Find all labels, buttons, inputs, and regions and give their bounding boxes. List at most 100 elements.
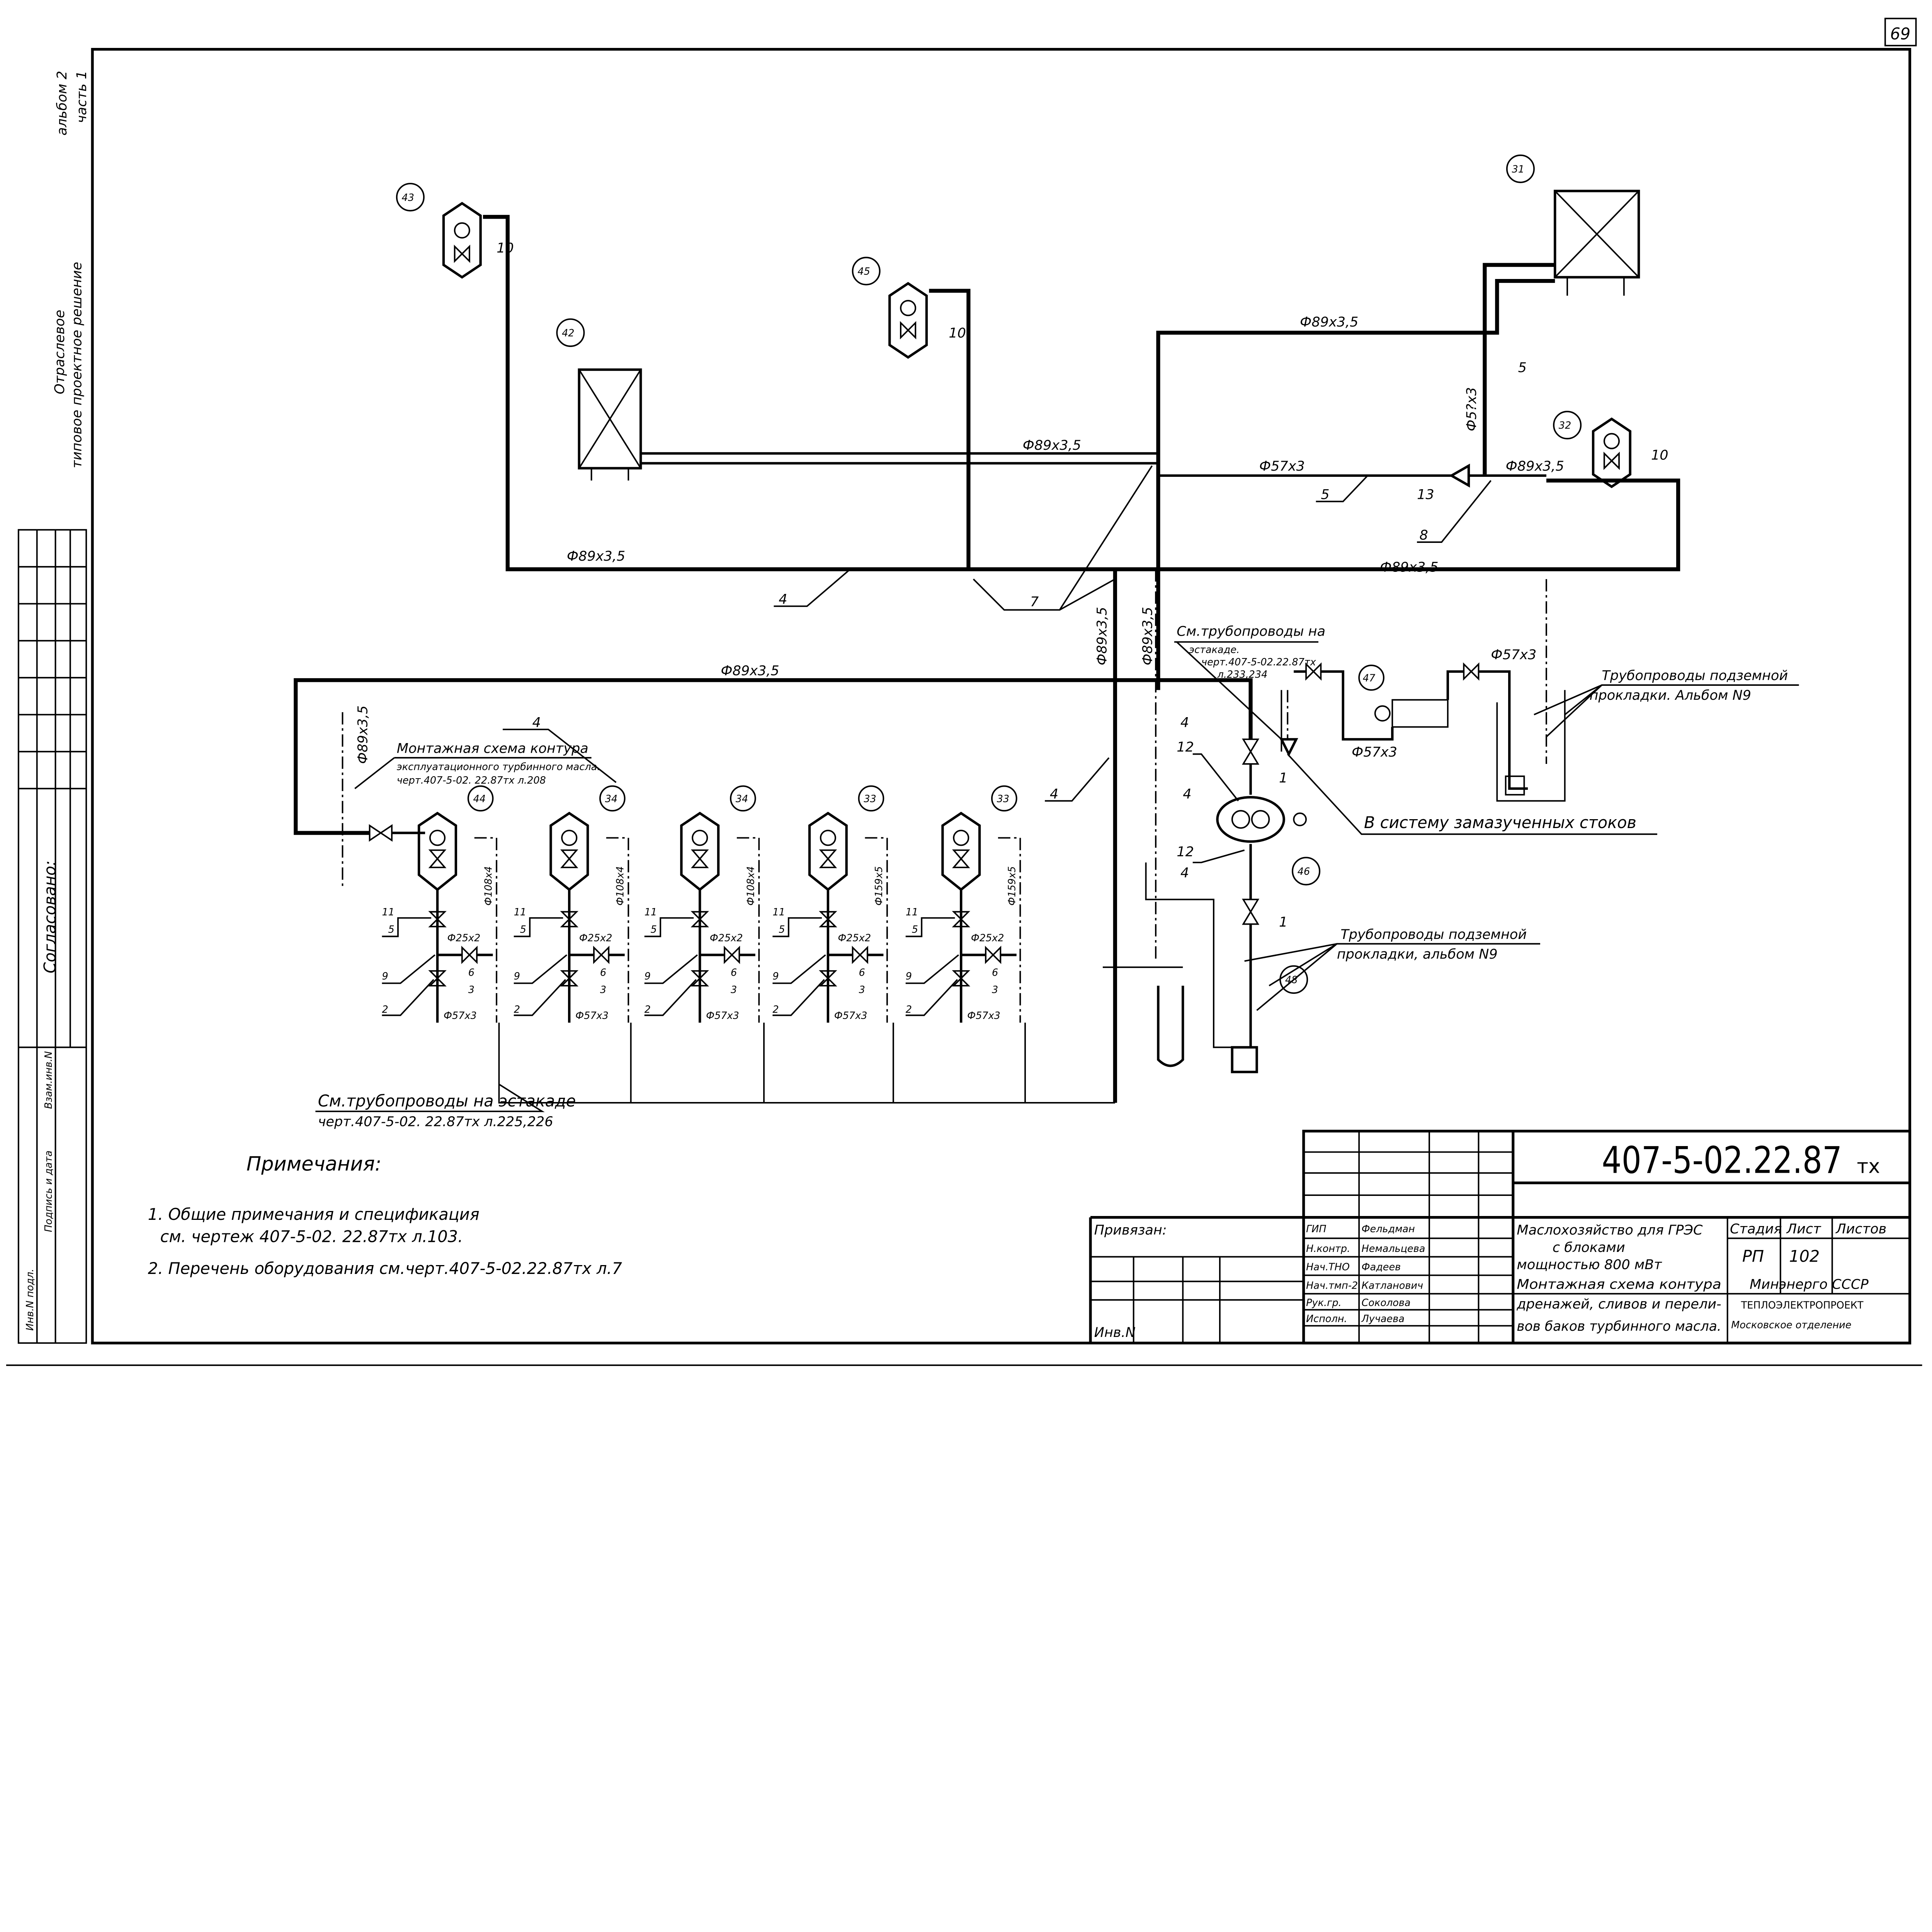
branch-pipe-label: Ф25x2 xyxy=(710,932,743,944)
drawing-label: 10 xyxy=(1651,447,1668,463)
drawing-stroke xyxy=(442,202,482,279)
drawing-label: 1 xyxy=(1279,914,1287,930)
annotation-trestle-b: См.трубопроводы на эстакаде черт.407-5-0… xyxy=(315,1083,576,1130)
position-number: 11 xyxy=(382,906,395,918)
drawing-stroke xyxy=(1506,154,1535,183)
drawing-label: Монтажная схема контура xyxy=(397,740,588,756)
position-number: 5 xyxy=(779,924,785,935)
position-number: 5 xyxy=(651,924,657,935)
position-number: 9 xyxy=(906,971,912,982)
drawing-stroke xyxy=(498,1022,1115,1104)
drawing-stroke xyxy=(1059,578,1116,611)
drawing-label: Лучаева xyxy=(1361,1313,1405,1325)
drawing-stroke xyxy=(294,678,1253,835)
tag-bubble xyxy=(599,785,626,812)
drawing-label: черт.407-5-02. 22.87тх л.225,226 xyxy=(318,1114,553,1130)
drawing-stroke xyxy=(888,282,928,359)
drawing-stroke xyxy=(1145,862,1232,1048)
drawing-label: см. чертеж 407-5-02. 22.87тх л.103. xyxy=(160,1227,463,1246)
position-number: 6 xyxy=(992,967,998,979)
drawing-stroke xyxy=(382,954,435,984)
drawing-stroke xyxy=(514,979,566,1016)
equipment-43: 43 xyxy=(396,183,482,279)
drawing-label: Ф89x3,5 xyxy=(1506,458,1564,474)
drawing-stroke xyxy=(1554,190,1639,278)
drawing-stroke xyxy=(1534,684,1602,716)
gauge-icon xyxy=(692,830,708,846)
position-number: 2 xyxy=(906,1004,912,1015)
position-number: 9 xyxy=(382,971,388,982)
drawing-stroke xyxy=(1358,665,1384,691)
drawing-label: часть 1 xyxy=(74,71,90,123)
position-number: 11 xyxy=(772,906,785,918)
drawing-stroke xyxy=(644,979,697,1016)
tank-31: 31 xyxy=(1506,154,1640,296)
drawing-label: эксплуатационного турбинного масла. xyxy=(397,761,600,773)
overflow-pipe-label: Ф108x4 xyxy=(745,866,757,906)
tank-tag: 34 xyxy=(605,793,617,805)
valve-icon xyxy=(952,911,970,927)
drawing-label: 5 xyxy=(1518,360,1527,376)
drawing-label: Взам.инв.N xyxy=(43,1051,54,1109)
drawing-stroke xyxy=(774,568,851,607)
tag-bubble xyxy=(467,785,494,812)
drawing-label: 42 xyxy=(562,328,574,339)
drawing-label: 102 xyxy=(1789,1247,1820,1265)
valve-icon xyxy=(560,911,578,927)
drawing-label: Ф89x3,5 xyxy=(1023,437,1081,453)
title-block: Привязан: Инв.N 407-5-02.22.87 тх ГИП Н.… xyxy=(1089,1129,1912,1345)
branch-pipe-label: Ф25x2 xyxy=(447,932,481,944)
drain-pipe-label: Ф57x3 xyxy=(967,1010,1000,1022)
drawing-label: Немальцева xyxy=(1362,1243,1425,1255)
drawing-stroke xyxy=(1603,451,1620,470)
drawing-label: 4 xyxy=(779,591,787,607)
drawing-stroke xyxy=(1553,411,1582,440)
drawing-stroke xyxy=(1478,670,1528,790)
oil-tank xyxy=(941,811,981,891)
drawing-label: 10 xyxy=(949,325,966,341)
tank-tag: 44 xyxy=(473,793,485,805)
drawing-label: Трубопроводы подземной xyxy=(1340,927,1527,942)
drawing-stroke xyxy=(369,824,393,842)
page-number: 69 xyxy=(1890,25,1911,43)
position-number: 2 xyxy=(645,1004,651,1015)
drawing-stroke xyxy=(17,529,87,1344)
left-strip: альбом 2 часть 1 Отраслевое типовое прое… xyxy=(17,71,90,1344)
drawing-label: 4 xyxy=(1180,714,1189,730)
drawing-sheet: 69 альбом 2 часть 1 Отраслевое типовое п… xyxy=(6,17,1922,1366)
valve-icon xyxy=(952,849,970,868)
drawing-stroke xyxy=(382,979,434,1016)
valve-icon xyxy=(690,911,709,927)
gauge-icon xyxy=(429,830,446,846)
oil-tank xyxy=(549,811,589,891)
drawing-label: Монтажная схема контура xyxy=(1517,1276,1721,1292)
drawing-stroke xyxy=(1305,662,1322,681)
drawing-stroke xyxy=(1496,690,1566,802)
valve-icon xyxy=(593,946,610,964)
drawing-label: вов баков турбинного масла. xyxy=(1517,1318,1721,1334)
drawing-stroke xyxy=(1176,641,1282,740)
drawing-label: Фельдман xyxy=(1362,1223,1415,1235)
drawing-stroke xyxy=(1592,417,1631,488)
annotation-oily-drains: В систему замазученных стоков xyxy=(1287,753,1657,835)
drawing-label: Исполн. xyxy=(1306,1313,1347,1325)
drawing-label: Инв.N подл. xyxy=(24,1269,36,1330)
position-number: 5 xyxy=(912,924,918,935)
tank-42: 42 xyxy=(556,318,642,481)
position-number: 6 xyxy=(859,967,865,979)
drawing-label: 1 xyxy=(1279,770,1287,786)
drawing-label: Ф57x3 xyxy=(1491,647,1536,663)
drawing-label: 7 xyxy=(1030,594,1039,610)
drawing-stroke xyxy=(514,954,568,984)
drawing-stroke xyxy=(396,183,425,212)
drawing-stroke xyxy=(1242,738,1260,765)
drawing-stroke xyxy=(1242,898,1260,925)
drawing-stroke xyxy=(454,222,470,239)
valve-icon xyxy=(428,911,447,927)
drawing-stroke xyxy=(1244,943,1337,962)
drawing-stroke xyxy=(1483,263,1555,474)
drawing-label: Московское отделение xyxy=(1731,1319,1851,1331)
drawing-label: 4 xyxy=(532,714,541,730)
drawing-label: Минэнерго СССР xyxy=(1750,1276,1869,1292)
